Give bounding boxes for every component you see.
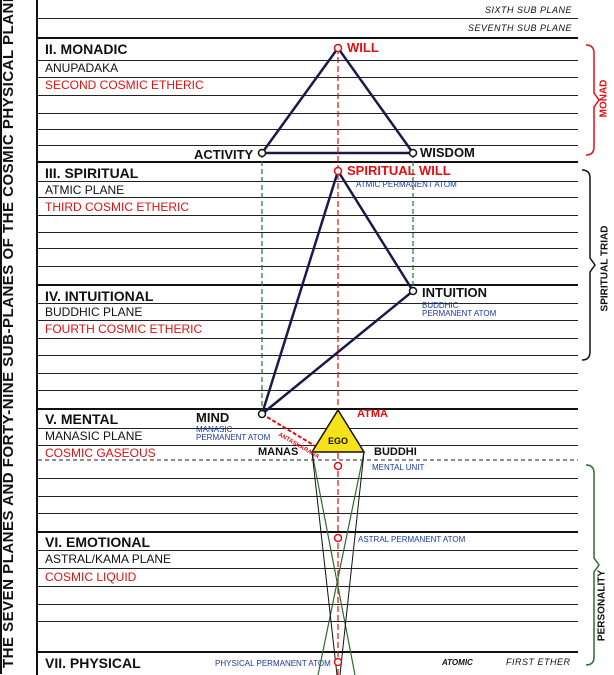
label-manasic-atom-2: PERMANENT ATOM: [196, 433, 271, 442]
label-atmic-atom: ATMIC PERMANENT ATOM: [356, 180, 457, 189]
plane-title-physical: VII. PHYSICAL: [45, 655, 141, 671]
label-wisdom: WISDOM: [420, 145, 475, 160]
bracket-personality-label: PERSONALITY: [596, 569, 608, 642]
plane-cosmic-spiritual: THIRD COSMIC ETHERIC: [45, 200, 189, 214]
label-mind: MIND: [196, 410, 230, 425]
label-buddhic-atom-1: BUDDHIC: [422, 301, 459, 310]
label-atomic: ATOMIC: [442, 658, 473, 667]
plane-sub-spiritual: ATMIC PLANE: [45, 183, 125, 197]
title-column-divider: [36, 0, 38, 675]
plane-sub-mental: MANASIC PLANE: [45, 429, 143, 443]
seventh-subplane-label: SEVENTH SUB PLANE: [467, 23, 572, 33]
plane-title-mental: V. MENTAL: [45, 411, 119, 427]
label-intuition: INTUITION: [422, 285, 487, 300]
label-ego: EGO: [328, 436, 349, 446]
label-buddhi: BUDDHI: [374, 446, 417, 458]
plane-sub-intuitional: BUDDHIC PLANE: [45, 305, 143, 319]
plane-cosmic-monadic: SECOND COSMIC ETHERIC: [45, 78, 204, 92]
label-will: WILL: [347, 40, 379, 55]
plane-sub-monadic: ANUPADAKA: [45, 61, 119, 75]
plane-title-monadic: II. MONADIC: [45, 41, 128, 57]
plane-title-intuitional: IV. INTUITIONAL: [45, 288, 154, 304]
label-manasic-atom-1: MANASIC: [196, 425, 233, 434]
label-activity: ACTIVITY: [194, 147, 254, 162]
sixth-subplane-label: SIXTH SUB PLANE: [484, 5, 572, 15]
plane-title-emotional: VI. EMOTIONAL: [45, 534, 150, 550]
label-astral-atom: ASTRAL PERMANENT ATOM: [358, 535, 466, 544]
plane-title-spiritual: III. SPIRITUAL: [45, 165, 139, 181]
label-first-ether: FIRST ETHER: [506, 657, 571, 667]
label-mental-unit: MENTAL UNIT: [372, 463, 425, 472]
label-spiritual-will: SPIRITUAL WILL: [347, 163, 451, 178]
plane-cosmic-mental: COSMIC GASEOUS: [45, 446, 156, 460]
label-buddhic-atom-2: PERMANENT ATOM: [422, 309, 497, 318]
plane-sub-emotional: ASTRAL/KAMA PLANE: [45, 552, 172, 566]
bracket-triad-label: SPIRITUAL TRIAD: [599, 225, 611, 312]
plane-cosmic-intuitional: FOURTH COSMIC ETHERIC: [45, 322, 203, 336]
plane-cosmic-emotional: COSMIC LIQUID: [45, 570, 137, 584]
label-atma: ATMA: [357, 408, 388, 420]
bracket-monad-label: MONAD: [598, 79, 610, 118]
label-physical-atom: PHYSICAL PERMANENT ATOM: [215, 659, 331, 668]
label-manas: MANAS: [258, 446, 299, 458]
